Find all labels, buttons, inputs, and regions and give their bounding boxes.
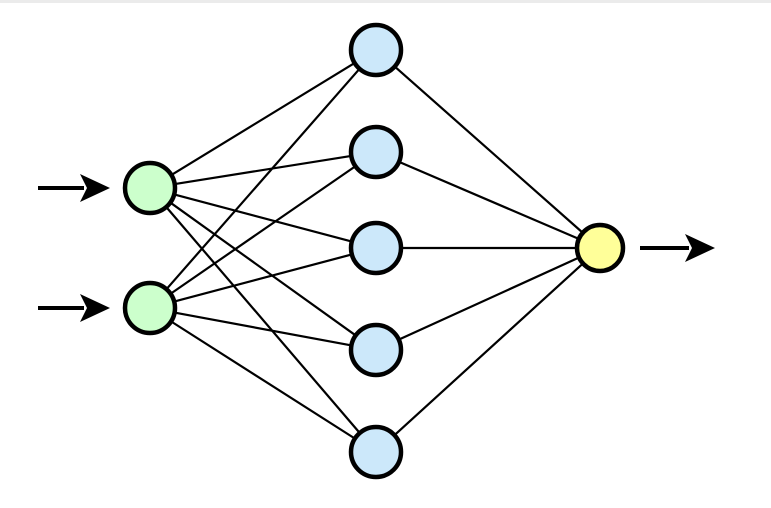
input-arrow-1-head <box>80 174 110 202</box>
output-node-1[interactable] <box>574 222 626 274</box>
output-arrow-1-head <box>685 234 715 262</box>
input-node-2[interactable] <box>122 280 178 336</box>
input-node-1[interactable] <box>122 160 178 216</box>
edge-i2-h1 <box>164 66 362 292</box>
edge-h4-o1 <box>396 255 582 342</box>
edge-i1-h3 <box>171 192 355 244</box>
edge-i1-h5 <box>164 204 362 436</box>
hidden-node-1[interactable] <box>348 22 404 78</box>
edges-group <box>164 61 586 441</box>
arrows-group <box>38 174 715 322</box>
edge-i1-h2 <box>172 154 354 186</box>
hidden-node-5[interactable] <box>348 424 404 480</box>
top-edge-strip <box>0 0 771 3</box>
edge-i1-h4 <box>167 200 359 338</box>
edge-i1-h1 <box>168 61 358 177</box>
edge-i2-h2 <box>168 164 358 296</box>
hidden-node-4[interactable] <box>348 322 404 378</box>
nodes-group <box>122 22 626 480</box>
edge-h5-o1 <box>392 261 586 438</box>
edge-h1-o1 <box>392 64 585 235</box>
edge-i2-h3 <box>171 252 355 304</box>
hidden-node-2[interactable] <box>348 124 404 180</box>
edge-i2-h5 <box>168 319 358 441</box>
edge-i2-h4 <box>172 311 354 347</box>
edge-h2-o1 <box>396 160 582 241</box>
hidden-node-3[interactable] <box>348 220 404 276</box>
input-arrow-2-head <box>80 294 110 322</box>
